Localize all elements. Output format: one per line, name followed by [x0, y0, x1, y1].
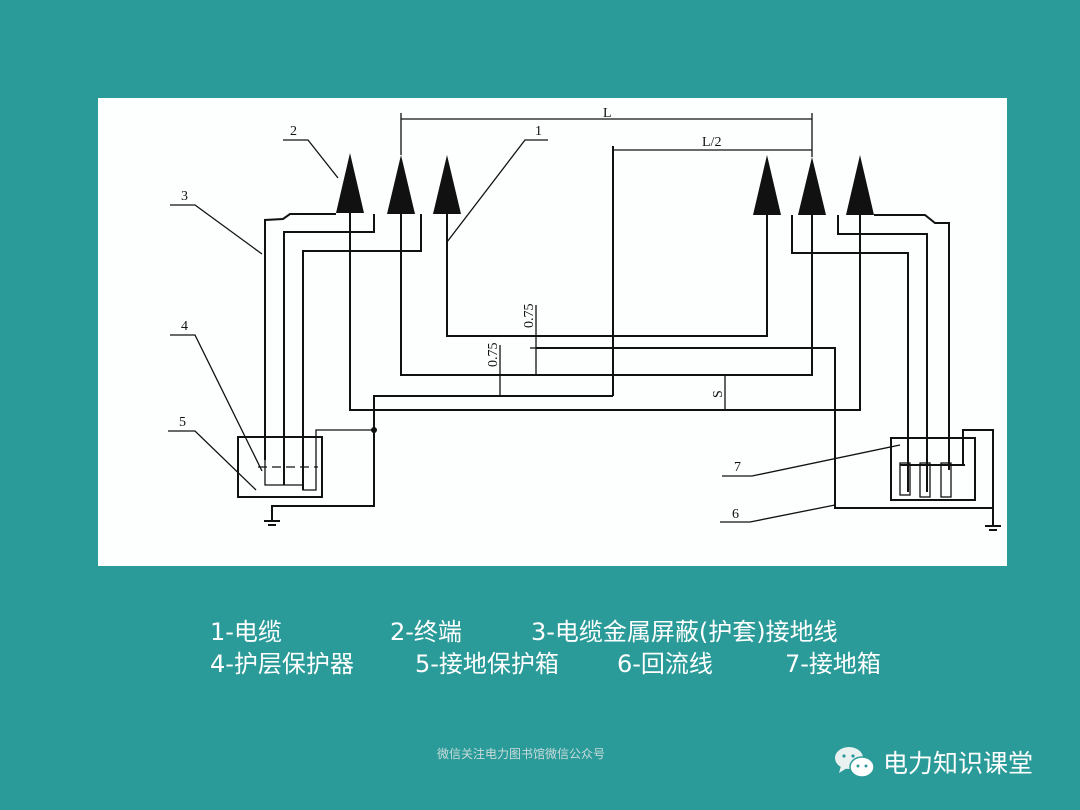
legend-item-protection-box: 5-接地保护箱	[415, 650, 559, 678]
leader-lines	[168, 139, 901, 523]
legend-item-protector: 4-护层保护器	[210, 650, 354, 678]
dimension-spacing-b: 0.75	[486, 343, 501, 368]
ground-box	[890, 437, 976, 501]
legend-item-return-line: 6-回流线	[617, 650, 713, 678]
ground-protection-box	[237, 436, 323, 498]
label-2: 2	[290, 124, 297, 139]
legend-item-ground-box: 7-接地箱	[785, 650, 881, 678]
label-7: 7	[734, 460, 741, 475]
termination-icons-left	[336, 153, 461, 214]
termination-icon	[798, 157, 826, 215]
brand-name: 电力知识课堂	[883, 749, 1034, 778]
label-3: 3	[181, 189, 188, 204]
dimension-spacing-a: 0.75	[522, 304, 537, 329]
termination-icon	[387, 155, 415, 214]
legend-item-cable: 1-电缆	[210, 618, 282, 646]
legend-item-termination: 2-终端	[390, 618, 462, 646]
label-5: 5	[179, 415, 186, 430]
legend-item-sheath-ground: 3-电缆金属屏蔽(护套)接地线	[531, 618, 838, 646]
label-1: 1	[535, 124, 542, 139]
cable-grounding-diagram: L L/2 0.75 0.75 S 2 1 3 4 5 7 6	[98, 98, 1007, 566]
dimension-spacing-s: S	[711, 390, 726, 398]
brand-logo: 电力知识课堂	[833, 744, 1033, 780]
wechat-icon	[835, 747, 875, 778]
cable-cores	[349, 213, 861, 411]
sheath-ground-lines-left	[237, 213, 422, 498]
termination-icon	[846, 155, 874, 215]
dimension-half-length: L/2	[702, 135, 721, 150]
dimension-length: L	[603, 106, 612, 121]
label-4: 4	[181, 319, 188, 334]
dimension-lines	[400, 113, 813, 410]
label-6: 6	[732, 507, 739, 522]
footer-note: 微信关注电力图书馆微信公众号	[437, 747, 606, 761]
sheath-ground-lines-right	[791, 214, 1001, 531]
termination-icon	[433, 155, 461, 214]
termination-icon	[753, 155, 781, 215]
termination-icon	[336, 153, 364, 213]
termination-icons-right	[753, 155, 874, 215]
